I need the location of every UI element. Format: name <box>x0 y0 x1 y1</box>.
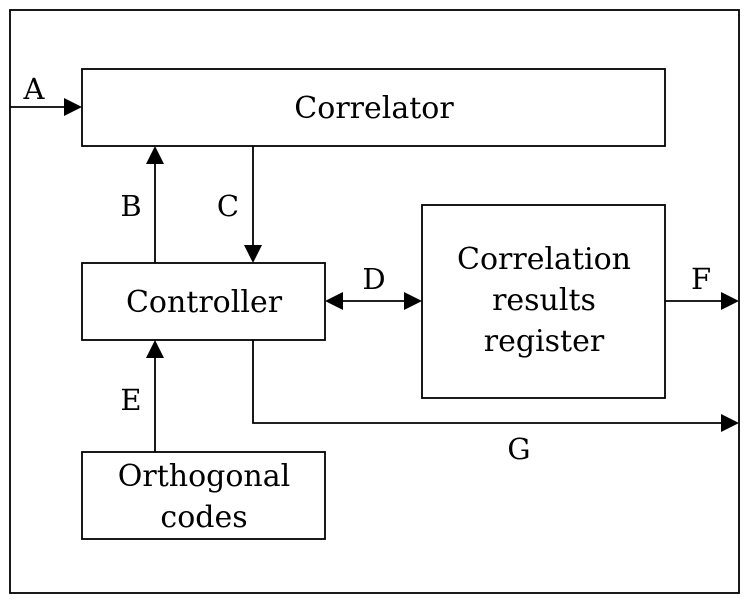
signal-b-label: B <box>120 189 141 223</box>
signal-d-label: D <box>362 262 385 296</box>
signal-b-arrow <box>146 146 164 263</box>
codes-label-line-1: Orthogonal <box>118 459 290 494</box>
signal-c-label: C <box>217 189 239 223</box>
register-label-line-1: Correlation <box>457 242 631 277</box>
signal-d-arrow <box>325 292 422 310</box>
arrowhead <box>325 292 343 310</box>
controller-label: Controller <box>126 285 283 320</box>
outer-frame <box>9 9 740 594</box>
codes-label-line-2: codes <box>160 500 247 535</box>
arrowhead <box>146 146 164 164</box>
arrowhead <box>244 245 262 263</box>
signal-e-label: E <box>120 383 141 417</box>
signal-f-label: F <box>691 262 711 296</box>
arrowhead <box>721 414 739 432</box>
arrowhead <box>721 292 739 310</box>
arrowhead <box>404 292 422 310</box>
arrowhead <box>146 340 164 358</box>
signal-g-label: G <box>507 432 530 466</box>
signal-f-arrow <box>665 292 739 310</box>
register-label-line-3: register <box>484 324 605 359</box>
correlator-label: Correlator <box>294 91 454 126</box>
signal-c-arrow <box>244 146 262 263</box>
register-label-line-2: results <box>492 283 596 318</box>
correlation-results-register-block: Correlation results register <box>421 204 666 399</box>
correlator-block: Correlator <box>81 68 666 147</box>
controller-block: Controller <box>81 262 326 341</box>
signal-e-arrow <box>146 340 164 452</box>
arrowhead <box>64 98 82 116</box>
signal-g-arrow <box>252 340 739 432</box>
signal-a-label: A <box>23 72 46 106</box>
signal-a-arrow <box>10 98 82 116</box>
orthogonal-codes-block: Orthogonal codes <box>81 451 326 540</box>
